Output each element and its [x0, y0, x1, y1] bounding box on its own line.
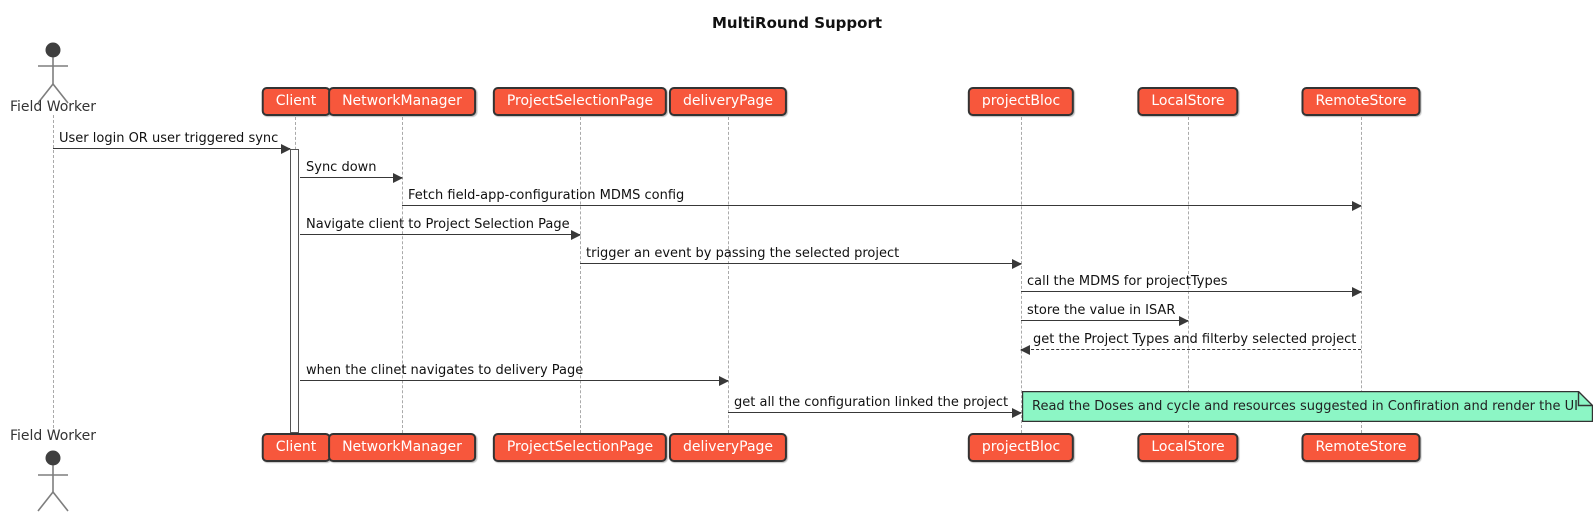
lifeline-networkmanager [402, 117, 403, 433]
arrowhead-right-icon [1352, 287, 1362, 297]
arrowhead-right-icon [719, 376, 729, 386]
participant-networkmanager-top: NetworkManager [328, 87, 476, 116]
arrowhead-right-icon [1179, 316, 1189, 326]
arrowhead-right-icon [571, 230, 581, 240]
message-sync-down: Sync down [300, 160, 403, 183]
message-arrow [402, 201, 1362, 211]
participant-projectbloc-bottom: projectBloc [967, 433, 1075, 462]
message-arrow [300, 173, 403, 183]
message-call-mdms-projecttypes: call the MDMS for projectTypes [1021, 274, 1362, 297]
lifeline-projectselectionpage [580, 117, 581, 433]
message-label: store the value in ISAR [1027, 303, 1176, 318]
activation-bar-client [290, 149, 299, 433]
lifeline-field-worker [53, 115, 54, 433]
message-get-configuration: get all the configuration linked the pro… [728, 395, 1022, 418]
message-arrow [1021, 287, 1362, 297]
participant-localstore-bottom: LocalStore [1137, 433, 1239, 462]
participant-client-top: Client [261, 87, 331, 116]
actor-icon-bottom [37, 450, 69, 512]
message-fetch-mdms-config: Fetch field-app-configuration MDMS confi… [402, 188, 1362, 211]
participant-client-bottom: Client [261, 433, 331, 462]
message-get-project-types: get the Project Types and filterby selec… [1020, 332, 1361, 355]
diagram-title: MultiRound Support [711, 14, 883, 32]
participant-deliverypage-top: deliveryPage [668, 87, 788, 116]
arrowhead-right-icon [393, 173, 403, 183]
message-label: get all the configuration linked the pro… [734, 395, 1009, 410]
message-label: Navigate client to Project Selection Pag… [306, 217, 570, 232]
message-trigger-event: trigger an event by passing the selected… [580, 246, 1022, 269]
lifeline-localstore [1188, 117, 1189, 433]
participant-projectselectionpage-top: ProjectSelectionPage [492, 87, 668, 116]
message-navigate-project-selection: Navigate client to Project Selection Pag… [300, 217, 581, 240]
lifeline-projectbloc [1021, 117, 1022, 433]
message-user-login: User login OR user triggered sync [53, 131, 291, 154]
message-label: get the Project Types and filterby selec… [1033, 332, 1357, 347]
participant-deliverypage-bottom: deliveryPage [668, 433, 788, 462]
arrowhead-right-icon [1012, 408, 1022, 418]
participant-projectbloc-top: projectBloc [967, 87, 1075, 116]
arrowhead-right-icon [281, 144, 291, 154]
message-label: when the clinet navigates to delivery Pa… [306, 363, 584, 378]
arrowhead-right-icon [1352, 201, 1362, 211]
actor-label-top: Field Worker [9, 99, 97, 115]
lifeline-remotestore [1361, 117, 1362, 433]
message-label: Fetch field-app-configuration MDMS confi… [408, 188, 685, 203]
arrowhead-right-icon [1012, 259, 1022, 269]
message-arrow [728, 408, 1022, 418]
actor-label-bottom: Field Worker [9, 428, 97, 444]
message-arrow [300, 230, 581, 240]
message-label: User login OR user triggered sync [59, 131, 279, 146]
participant-networkmanager-bottom: NetworkManager [328, 433, 476, 462]
participant-remotestore-top: RemoteStore [1301, 87, 1421, 116]
lifeline-deliverypage [728, 117, 729, 433]
message-store-isar: store the value in ISAR [1021, 303, 1189, 326]
note-shape [1022, 391, 1593, 422]
participant-projectselectionpage-bottom: ProjectSelectionPage [492, 433, 668, 462]
note-read-doses: Read the Doses and cycle and resources s… [1022, 391, 1593, 422]
note-text: Read the Doses and cycle and resources s… [1032, 399, 1578, 414]
participant-remotestore-bottom: RemoteStore [1301, 433, 1421, 462]
arrowhead-left-icon [1020, 345, 1030, 355]
actor-icon [37, 42, 69, 104]
message-label: trigger an event by passing the selected… [586, 246, 900, 261]
message-arrow [1021, 316, 1189, 326]
participant-localstore-top: LocalStore [1137, 87, 1239, 116]
message-label: call the MDMS for projectTypes [1027, 274, 1228, 289]
message-navigate-delivery-page: when the clinet navigates to delivery Pa… [300, 363, 729, 386]
message-arrow [1020, 345, 1361, 355]
message-label: Sync down [306, 160, 377, 175]
message-arrow [300, 376, 729, 386]
message-arrow [53, 144, 291, 154]
message-arrow [580, 259, 1022, 269]
